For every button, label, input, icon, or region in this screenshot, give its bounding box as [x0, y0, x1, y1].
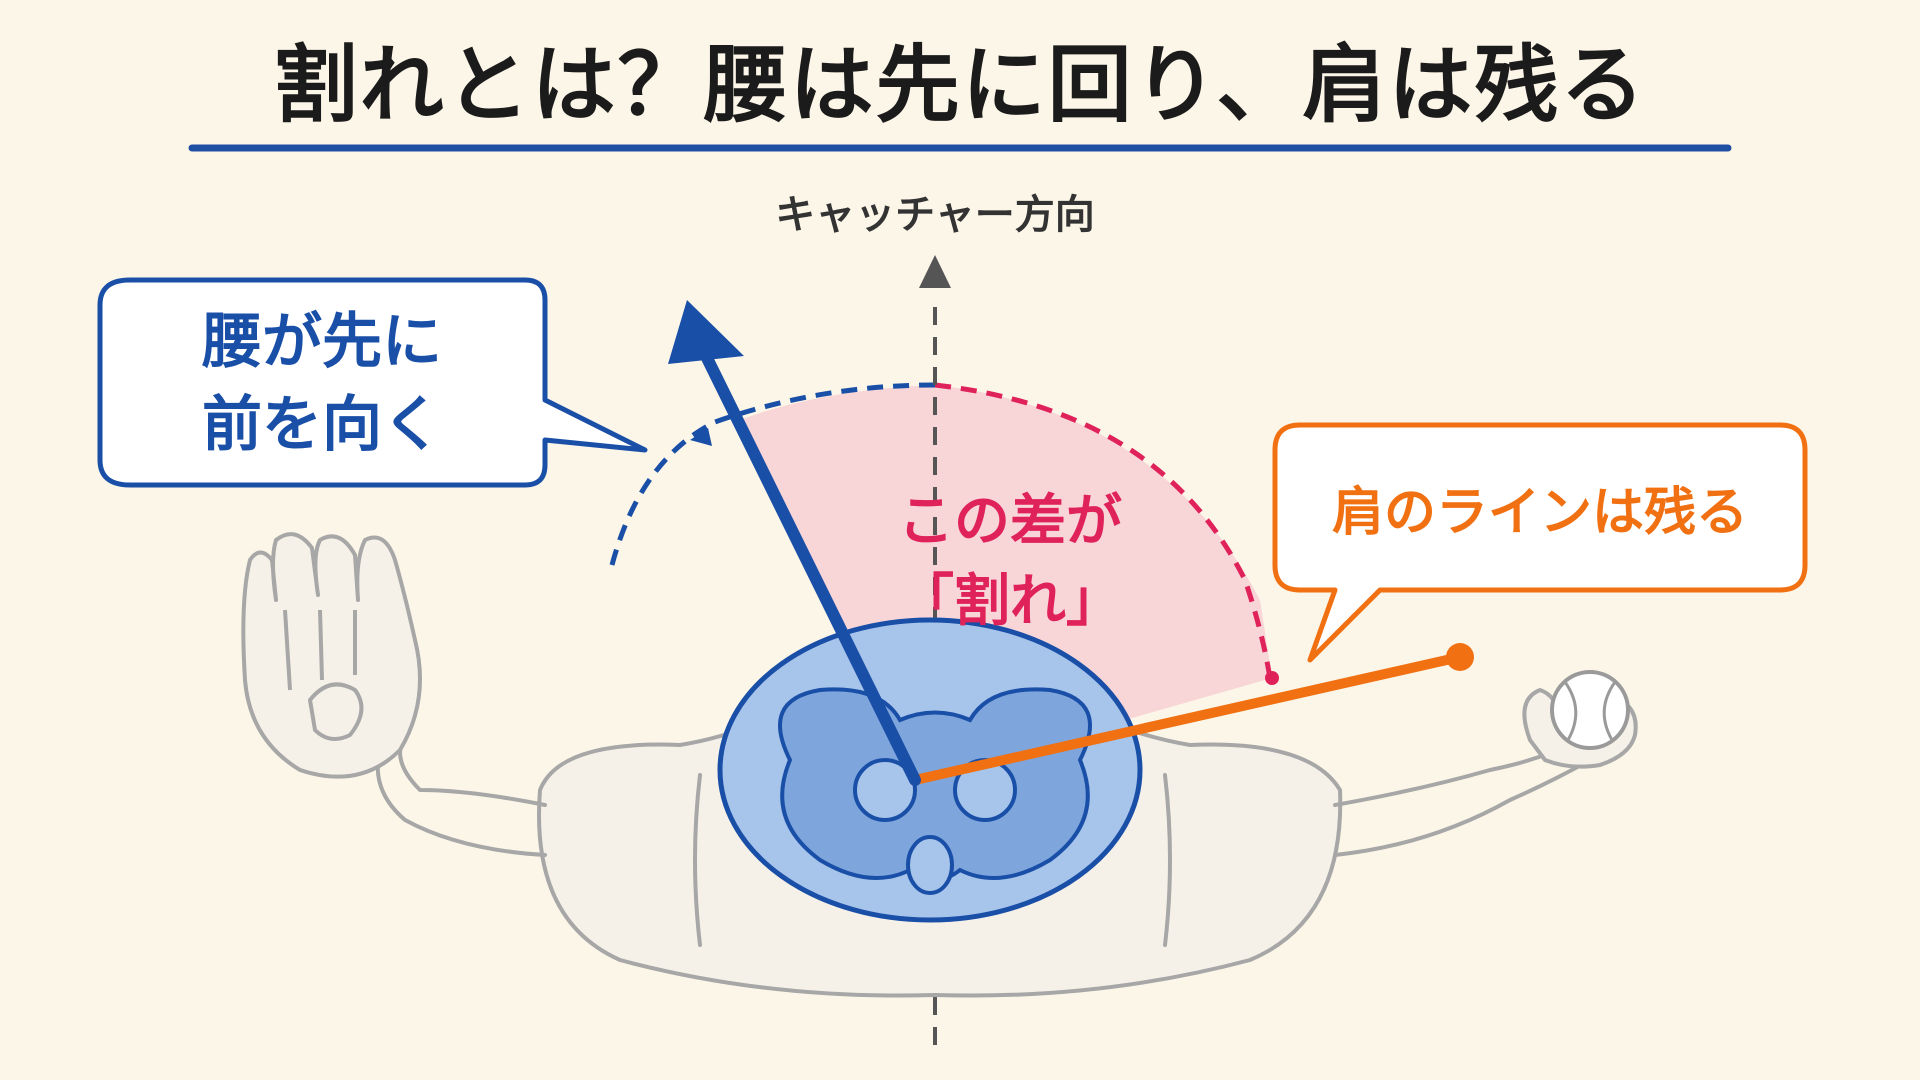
baseball-icon [1550, 670, 1630, 750]
hip-callout: 腰が先に 前を向く [97, 277, 648, 488]
difference-label-line1: この差が [898, 489, 1122, 554]
hip-rotation-arc [609, 382, 936, 566]
hip-callout-line1: 腰が先に [201, 307, 442, 377]
difference-label-line2: 「割れ」 [898, 569, 1122, 634]
catcher-direction-label: キャッチャー方向 [775, 192, 1095, 238]
hip-rotation-arrowhead [690, 428, 712, 446]
hip-callout-line2: 前を向く [202, 390, 442, 460]
shoulder-callout: 肩のラインは残る [1272, 422, 1808, 663]
catcher-direction-arrowhead [919, 255, 951, 288]
baseball-glove-icon [241, 532, 422, 779]
page-title: 割れとは？腰は先に回り、肩は残る [273, 36, 1647, 134]
shoulder-line-end-dot [1446, 643, 1474, 671]
hip-direction-arrowhead [668, 300, 744, 364]
difference-arc [934, 382, 1273, 679]
pelvis-icon [717, 617, 1143, 923]
shoulder-line [910, 652, 1465, 785]
shoulder-callout-label: 肩のラインは残る [1332, 483, 1748, 543]
difference-arc-end-dot [1265, 671, 1279, 685]
hip-direction-arrow [701, 352, 921, 786]
